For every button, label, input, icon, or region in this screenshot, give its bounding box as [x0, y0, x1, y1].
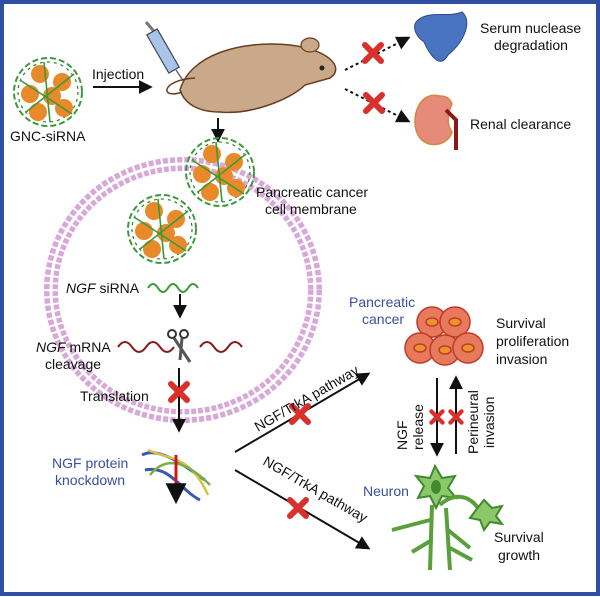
cancer-outcome-3: invasion [496, 351, 547, 367]
perineural-label-1: Perineural [465, 390, 481, 454]
neuron-label: Neuron [363, 483, 409, 499]
neuron-outcome-2: growth [498, 547, 540, 563]
cancer-outcome-2: proliferation [496, 333, 569, 349]
nuclease-protein-icon [414, 11, 468, 62]
gnc-internalized-icon [127, 194, 197, 264]
kidney-icon [414, 94, 458, 150]
pathway-lower-label: NGF/TrkA pathway [261, 453, 371, 526]
scissors-icon [167, 329, 192, 363]
membrane-label-1: Pancreatic cancer [256, 184, 368, 200]
mouse-icon [166, 37, 337, 114]
ngf-sirna-label: NGF siRNA [66, 280, 140, 296]
serum-label-2: degradation [494, 37, 568, 53]
ngf-protein-label-1: NGF protein [52, 455, 128, 471]
ngf-protein-structure-icon [141, 448, 211, 505]
ngf-release-label-1: NGF [394, 420, 410, 450]
cancer-outcome-1: Survival [496, 315, 546, 331]
cleavage-label: cleavage [45, 356, 101, 372]
serum-label-1: Serum nuclease [480, 20, 581, 36]
sirna-duplex-icon [147, 283, 199, 293]
ngf-release-label-2: release [410, 404, 426, 450]
blocked-x-icon [290, 500, 306, 516]
translation-label: Translation [80, 388, 149, 404]
membrane-label-2: cell membrane [265, 201, 357, 217]
injection-label: Injection [92, 66, 144, 82]
gnc-sirna-label: GNC-siRNA [10, 128, 86, 144]
cancer-cells-icon [404, 306, 484, 366]
neuron-icon [391, 463, 505, 571]
mrna-strand-icon [199, 341, 243, 353]
ngf-mrna-label: NGF mRNA [36, 339, 111, 355]
diagram-canvas: GNC-siRNA Injection Serum nuclease degra… [10, 11, 581, 571]
renal-label: Renal clearance [470, 116, 571, 132]
cancer-label-2: cancer [362, 311, 404, 327]
mrna-strand-icon [117, 341, 175, 353]
ngf-protein-label-2: knockdown [55, 472, 125, 488]
blocked-x-icon [366, 95, 382, 111]
perineural-label-2: invasion [481, 397, 497, 448]
cancer-label-1: Pancreatic [349, 294, 415, 310]
gnc-nanoparticle-icon [13, 57, 83, 127]
neuron-outcome-1: Survival [494, 529, 544, 545]
